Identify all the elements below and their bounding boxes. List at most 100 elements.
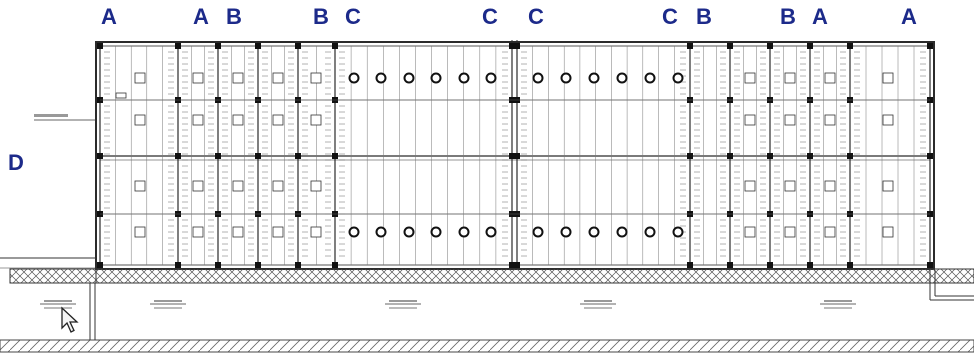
- room-marker: [272, 226, 284, 238]
- zone-label: B: [780, 4, 796, 29]
- room-marker: [134, 114, 146, 126]
- annotation-mark: [824, 300, 852, 302]
- drain-marker: [430, 226, 442, 238]
- annotation-mark: [824, 307, 852, 309]
- drain-marker: [532, 226, 544, 238]
- column-post: [927, 262, 933, 268]
- annotation-mark: [44, 307, 72, 309]
- column-post: [514, 262, 520, 268]
- room-marker: [272, 114, 284, 126]
- column-post: [215, 262, 221, 268]
- room-marker: [310, 180, 322, 192]
- drain-marker: [403, 72, 415, 84]
- zone-label: C: [528, 4, 544, 29]
- room-marker: [232, 72, 244, 84]
- zone-label: A: [101, 4, 117, 29]
- column-post: [332, 43, 338, 49]
- room-marker: [824, 72, 836, 84]
- room-marker: [744, 72, 756, 84]
- column-post: [847, 262, 853, 268]
- column-post: [807, 43, 813, 49]
- drain-marker: [403, 226, 415, 238]
- room-marker: [134, 226, 146, 238]
- column-post: [295, 43, 301, 49]
- zone-label: C: [482, 4, 498, 29]
- column-post: [687, 262, 693, 268]
- column-grid: [97, 43, 933, 268]
- column-post: [255, 262, 261, 268]
- room-marker: [310, 114, 322, 126]
- zone-label: B: [313, 4, 329, 29]
- drain-marker: [588, 226, 600, 238]
- drain-marker: [616, 72, 628, 84]
- zone-label: A: [901, 4, 917, 29]
- room-marker: [784, 180, 796, 192]
- room-marker: [272, 72, 284, 84]
- column-post: [215, 43, 221, 49]
- column-post: [97, 43, 103, 49]
- room-marker: [134, 72, 146, 84]
- drain-marker: [672, 226, 684, 238]
- annotation-mark: [44, 300, 72, 302]
- column-post: [295, 262, 301, 268]
- room-marker: [272, 180, 284, 192]
- hatched-foundation: [0, 268, 974, 353]
- room-marker: [824, 114, 836, 126]
- column-post: [847, 153, 853, 159]
- room-marker: [882, 114, 894, 126]
- room-marker: [784, 226, 796, 238]
- column-post: [727, 153, 733, 159]
- bottom-annotations: [40, 300, 856, 309]
- drain-markers: [348, 72, 684, 238]
- room-marker: [134, 180, 146, 192]
- zone-label: A: [812, 4, 828, 29]
- column-post: [767, 262, 773, 268]
- column-post: [509, 262, 515, 268]
- drain-marker: [644, 226, 656, 238]
- column-post: [847, 43, 853, 49]
- drain-marker: [560, 72, 572, 84]
- room-marker: [744, 114, 756, 126]
- room-marker: [192, 72, 204, 84]
- side-walls: [0, 257, 974, 340]
- leader-line: [34, 92, 127, 121]
- zone-label: B: [226, 4, 242, 29]
- drain-marker: [430, 72, 442, 84]
- zone-label: A: [193, 4, 209, 29]
- room-marker: [232, 226, 244, 238]
- zone-label: B: [696, 4, 712, 29]
- side-label: D: [8, 150, 24, 175]
- mouse-pointer-icon: [61, 306, 79, 333]
- column-post: [215, 153, 221, 159]
- annotation-mark: [584, 307, 612, 309]
- room-markers: [134, 72, 894, 238]
- room-marker: [882, 72, 894, 84]
- zone-label: C: [345, 4, 361, 29]
- column-post: [97, 153, 103, 159]
- column-post: [807, 262, 813, 268]
- column-post: [514, 153, 520, 159]
- room-marker: [192, 226, 204, 238]
- drain-marker: [560, 226, 572, 238]
- column-post: [332, 262, 338, 268]
- column-post: [927, 43, 933, 49]
- drain-marker: [532, 72, 544, 84]
- room-marker: [744, 226, 756, 238]
- column-post: [175, 262, 181, 268]
- column-post: [514, 43, 520, 49]
- column-post: [807, 153, 813, 159]
- drain-marker: [616, 226, 628, 238]
- column-post: [767, 43, 773, 49]
- column-post: [687, 43, 693, 49]
- room-marker: [784, 72, 796, 84]
- column-post: [509, 43, 515, 49]
- room-marker: [232, 180, 244, 192]
- room-marker: [784, 114, 796, 126]
- drain-marker: [375, 72, 387, 84]
- drain-marker: [348, 72, 360, 84]
- drain-marker: [375, 226, 387, 238]
- room-marker: [192, 114, 204, 126]
- room-marker: [744, 180, 756, 192]
